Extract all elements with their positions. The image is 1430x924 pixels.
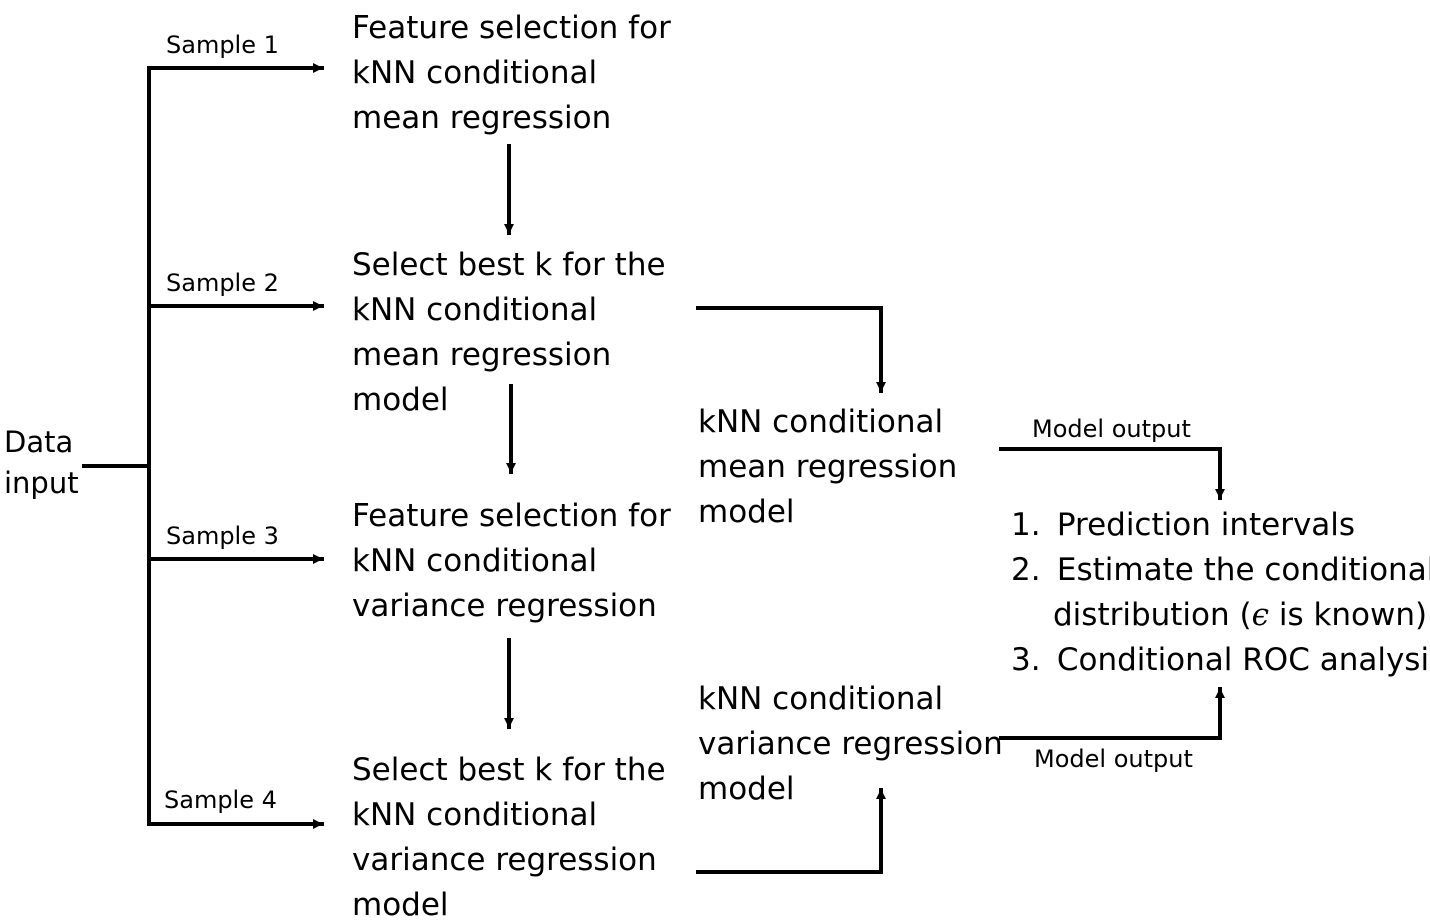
k-var-to-variance-model-arrow (696, 788, 886, 874)
model-variance-line-1: kNN conditional (698, 681, 944, 717)
mean-model-output-label: Model output (1032, 415, 1191, 443)
output-item-1-number: 1. (1011, 507, 1041, 543)
output-item-2-number: 2. (1011, 552, 1041, 588)
model-variance-regression: kNN conditional variance regression mode… (698, 677, 1003, 812)
k-mean-to-mean-model-arrow (696, 306, 886, 393)
step-fs-mean-line-3: mean regression (352, 100, 612, 136)
step-select-k-variance: Select best k for the kNN conditional va… (352, 748, 666, 924)
model-mean-line-1: kNN conditional (698, 404, 944, 440)
epsilon-symbol: ϵ (1251, 597, 1269, 633)
output-item-3-text: Conditional ROC analysis (1056, 642, 1430, 678)
sample-4-label: Sample 4 (164, 786, 277, 814)
step-fs-var-line-2: kNN conditional (352, 543, 598, 579)
output-item-prediction-intervals: 1. Prediction intervals (1011, 503, 1430, 548)
data-input-label: Data input (4, 422, 79, 504)
outputs-list: 1. Prediction intervals 2. Estimate the … (1011, 503, 1430, 683)
mean-model-output-arrow (999, 447, 1225, 500)
model-variance-line-2: variance regression (698, 726, 1003, 762)
sample-2-label: Sample 2 (166, 269, 279, 297)
step-select-k-mean: Select best k for the kNN conditional me… (352, 243, 666, 423)
data-input-line-2: input (4, 466, 79, 500)
model-mean-line-3: model (698, 494, 795, 530)
step-k-var-line-3: variance regression (352, 842, 657, 878)
step-feature-selection-variance: Feature selection for kNN conditional va… (352, 494, 671, 629)
step-fs-mean-line-1: Feature selection for (352, 10, 671, 46)
step-fs-mean-line-2: kNN conditional (352, 55, 598, 91)
output-item-conditional-distribution: 2. Estimate the conditional distribution… (1011, 548, 1430, 638)
step-k-mean-line-4: model (352, 382, 449, 418)
model-mean-line-2: mean regression (698, 449, 958, 485)
model-variance-line-3: model (698, 771, 795, 807)
output-item-2-text: Estimate the conditional (1056, 552, 1430, 588)
output-item-3-number: 3. (1011, 642, 1041, 678)
step-k-var-line-1: Select best k for the (352, 752, 666, 788)
model-mean-regression: kNN conditional mean regression model (698, 400, 957, 535)
sample-3-label: Sample 3 (166, 522, 279, 550)
output-item-2-continuation: distribution (ϵ is known) (1011, 593, 1430, 638)
step-feature-selection-mean: Feature selection for kNN conditional me… (352, 6, 671, 141)
sample-1-label: Sample 1 (166, 31, 279, 59)
step-k-mean-line-2: kNN conditional (352, 292, 598, 328)
variance-model-output-arrow (999, 687, 1225, 740)
step-k-var-line-2: kNN conditional (352, 797, 598, 833)
step-k-mean-line-1: Select best k for the (352, 247, 666, 283)
output-item-1-text: Prediction intervals (1056, 507, 1356, 543)
step-k-mean-line-3: mean regression (352, 337, 612, 373)
step-fs-var-line-3: variance regression (352, 588, 657, 624)
step-fs-var-line-1: Feature selection for (352, 498, 671, 534)
step-k-var-line-4: model (352, 887, 449, 923)
output-item-2-cont-before: distribution ( (1053, 597, 1252, 633)
output-item-2-cont-after: is known) (1268, 597, 1428, 633)
variance-model-output-label: Model output (1034, 745, 1193, 773)
output-item-conditional-roc: 3. Conditional ROC analysis (1011, 638, 1430, 683)
data-input-line-1: Data (4, 425, 74, 459)
